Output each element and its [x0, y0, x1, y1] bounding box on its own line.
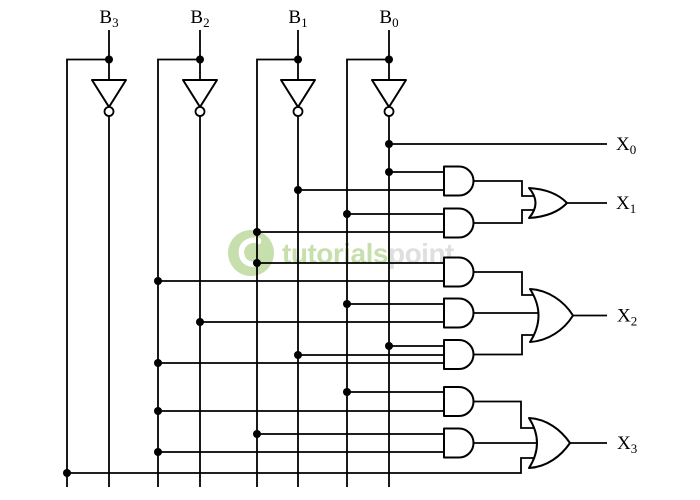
wire-and-x1b-out	[472, 209, 535, 224]
output-label-x1: X1	[616, 193, 636, 216]
wire-b1-branch	[256, 58, 298, 487]
tutorialspoint-logo-dot	[254, 237, 262, 245]
wire-and-x2c-out	[472, 334, 536, 356]
inverter-bubble	[383, 106, 395, 117]
output-label-x0: X0	[616, 134, 636, 157]
input-label-b3: B3	[99, 7, 118, 30]
and-gate-x2-b	[443, 297, 475, 329]
and-gate-x1-a	[443, 165, 475, 197]
input-label-b0: B0	[379, 7, 398, 30]
junction-dots	[63, 55, 393, 477]
or-gate-x1	[528, 187, 568, 219]
inverter-bubble	[292, 106, 304, 117]
and-gate-x2-c	[443, 339, 475, 370]
and-gate-x3-a	[443, 386, 475, 417]
wire-b0-branch	[346, 58, 389, 487]
not-gate-b3	[91, 79, 127, 117]
or-gate-x2	[529, 288, 574, 343]
wire-b3-branch	[66, 58, 109, 487]
wire-and-x2a-out	[472, 271, 536, 296]
not-gate-b0	[371, 79, 407, 117]
inverter-bubble	[194, 106, 206, 117]
not-gate-b2	[182, 79, 218, 117]
tutorialspoint-logo-swirl	[238, 237, 262, 267]
wire-and-x3a-out	[472, 400, 535, 429]
or-gate-x3	[528, 417, 571, 469]
wire-and-x1a-out	[472, 180, 535, 197]
watermark: tutorialspoint	[228, 230, 455, 276]
wire-b2-branch	[157, 58, 200, 487]
input-label-b1: B1	[288, 7, 307, 30]
and-gate-x1-b	[443, 207, 475, 239]
output-label-x2: X2	[617, 306, 637, 329]
wires	[66, 30, 607, 487]
watermark-text: tutorialspoint	[282, 238, 454, 269]
output-label-x3: X3	[617, 433, 637, 456]
tutorialspoint-logo-icon	[228, 230, 274, 276]
input-label-b2: B2	[190, 7, 209, 30]
not-gate-b1	[280, 79, 316, 117]
wire-b3-to-or3	[67, 457, 533, 474]
and-gate-x3-b	[443, 427, 475, 459]
and-gate-x2-a	[443, 256, 475, 288]
inverter-bubble	[103, 106, 115, 117]
